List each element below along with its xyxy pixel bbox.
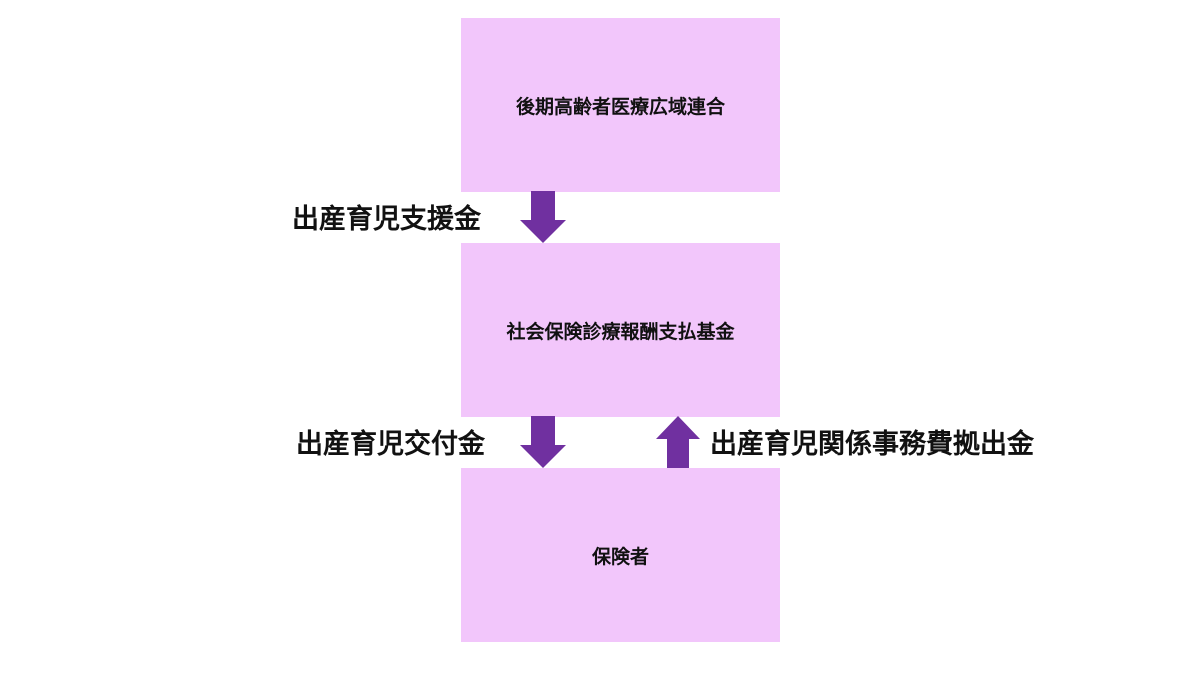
up-arrow-admin-expense-icon xyxy=(656,416,700,468)
box-label-late-elderly-medical-union: 後期高齢者医療広域連合 xyxy=(515,95,725,118)
box-label-insurer: 保険者 xyxy=(591,545,649,568)
flow-label-admin-expense: 出産育児関係事務費拠出金 xyxy=(710,429,1034,460)
down-arrow-support-icon xyxy=(520,191,566,243)
box-social-insurance-payment-fund: 社会保険診療報酬支払基金 xyxy=(461,243,780,417)
box-late-elderly-medical-union: 後期高齢者医療広域連合 xyxy=(461,18,780,192)
box-insurer: 保険者 xyxy=(461,468,780,642)
flow-label-birth-grant: 出産育児交付金 xyxy=(296,429,485,460)
box-label-social-insurance-payment-fund: 社会保険診療報酬支払基金 xyxy=(506,320,735,343)
down-arrow-grant-icon xyxy=(520,416,566,468)
flow-label-support-payment: 出産育児支援金 xyxy=(292,204,481,235)
